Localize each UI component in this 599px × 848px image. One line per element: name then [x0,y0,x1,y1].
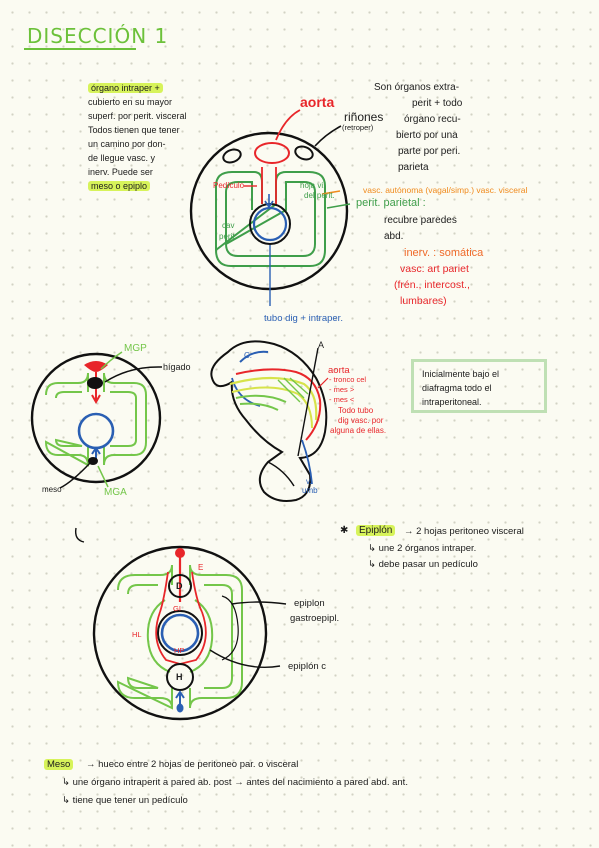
label-mes2: - mes < [329,395,355,404]
page-title: DISECCIÓN 1 [27,24,169,48]
label-higado: hígado [163,362,191,372]
label-a: A [318,340,325,350]
intro-right-text: Son órganos extra- perit + todo órgano r… [374,80,462,176]
label-e: E [198,563,204,572]
epiplon-label: Epiplón [356,524,396,539]
label-vasc-detail-1: (frén., intercost., [394,279,470,291]
note-box-line-3: intraperitoneal. [422,396,482,407]
epiplon-def: → 2 hojas peritoneo visceral [404,526,524,537]
label-hl: HL [132,630,142,639]
meso-line-3: ↳ tiene que tener un pedículo [62,795,188,806]
diagram-3-embryo [210,340,329,502]
label-h: H [176,672,183,682]
meso-label-text: Meso [44,759,74,770]
label-aorta: aorta [300,94,335,110]
label-cav-1: cav [222,221,235,230]
epiplon-une: ↳ une 2 órganos intraper. [368,543,477,554]
label-aorta-2: aorta [328,365,350,376]
label-tubo: tubo dig + intraper. [264,313,343,324]
intro-left-line-4: Todos tienen que tener [88,124,180,135]
intro-right-line-1: Son órganos extra- [374,82,460,93]
intro-right-line-5: parte por peri. [398,146,461,157]
label-tronco: - tronco cel [329,375,367,384]
intro-left-line-7: inerv. Puede ser [88,166,153,177]
label-retroper: (retroper) [342,123,374,132]
label-vasc-detail-2: lumbares) [400,295,447,307]
intro-left-line-1: órgano intraper + [88,83,163,93]
intro-right-line-6: parieta [398,162,429,173]
intro-left-line-3: superf. por perit. visceral [88,110,187,121]
label-gi: GI [173,604,181,613]
label-cav-2: perit. [219,232,237,241]
meso-line-1: → hueco entre 2 hojas de peritoneo par. … [86,759,299,770]
label-del-perit: del perit. [304,191,335,200]
label-pediculo: Pedículo [213,181,245,190]
intro-left-line-8: meso o epiplo [88,180,151,191]
note-box: Inicialmente bajo el diafragma todo el i… [411,359,547,413]
label-v: v. [306,477,312,486]
intro-left-line-5: un camino por don- [88,138,166,149]
label-epiplon-g1: epiplon [294,598,325,609]
label-hp: HP [174,646,185,655]
label-todo-1: Todo tubo [338,406,374,415]
label-mgp: MGP [124,343,147,354]
label-todo-2: dig vasc. por [338,416,384,425]
label-epiplon-c: epiplón c [288,661,327,672]
title-underline [24,48,136,50]
label-todo-3: alguna de ellas. [330,426,387,435]
diagram-2-meso [30,351,163,489]
intro-right-line-3: órgano recu- [404,114,461,125]
intro-left-line-2: cubierto en su mayor [88,96,173,107]
label-meso: meso [42,485,62,494]
intro-right-line-2: perit + todo [412,98,463,109]
label-vasc-autonoma: vasc. autónoma (vagal/simp.) vasc. visce… [363,185,528,195]
label-recubre-1: recubre paredes [384,215,457,226]
label-perit-parietal: perit. parietal : [356,197,426,209]
label-recubre-2: abd. [384,231,404,242]
intro-right-line-4: bierto por una [396,130,458,141]
meso-line-2: ↳ une órgano intraperit a pared ab. post… [62,777,408,788]
label-umb: umb [302,486,318,495]
label-mga: MGA [104,487,127,498]
note-box-line-1: Inicialmente bajo el [422,369,500,379]
epiplon-label-text: Epiplón [356,525,396,536]
intro-left-line-6: de llegue vasc. y [88,152,156,163]
epiplon-star: ✱ [340,525,349,536]
label-d: D [176,581,183,591]
label-mes1: - mes > [329,385,355,394]
meso-label: Meso [44,758,74,772]
hook-arrow [74,527,85,543]
epiplon-debe: ↳ debe pasar un pedículo [368,559,478,570]
label-hoja-visc: hoja vi. [300,181,326,190]
diagram-1-abdominal-cross-section [189,109,351,306]
intro-left-text: órgano intraper + cubierto en su mayor s… [88,82,187,194]
label-c: C. [244,351,252,360]
label-rinones: riñones [344,110,384,124]
label-inerv: inerv. : somática [404,247,484,259]
label-epiplon-g2: gastroepipl. [290,613,340,624]
diagram-4-epiplon [92,545,287,721]
label-vasc-art: vasc: art pariet [400,263,469,275]
note-box-line-2: diafragma todo el [422,382,492,393]
